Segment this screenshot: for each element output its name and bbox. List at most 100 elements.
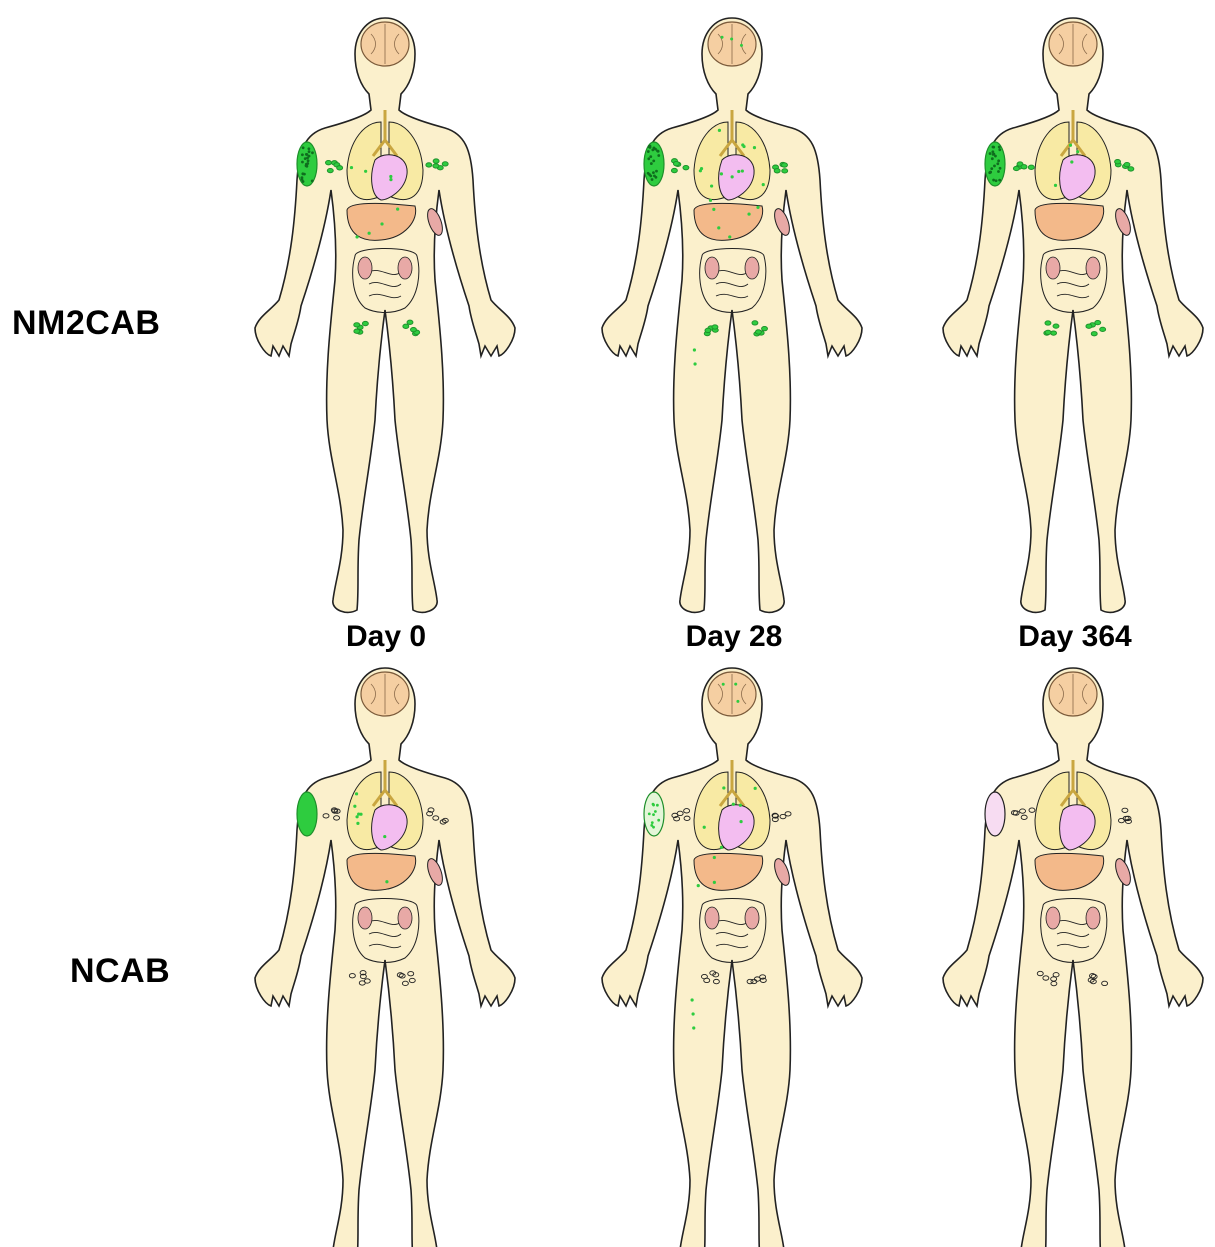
site-particle [999,167,1002,170]
organ-particle [742,145,745,148]
site-particle [989,152,992,155]
site-particle [998,148,1001,151]
lymph-node [1021,165,1027,169]
body-silhouette [943,668,1203,1247]
site-particle [652,803,655,806]
organ-particle [728,235,731,238]
organ-particle [720,846,723,849]
site-particle [652,160,655,163]
site-particle [993,165,996,168]
lymph-node [1086,324,1092,328]
lymph-node [426,163,432,167]
organ-particle [355,815,358,818]
site-particle [991,150,994,153]
lymph-node [762,326,768,330]
body-silhouette [255,668,515,1247]
site-particle [305,164,308,167]
organ-particle [739,820,742,823]
site-particle [301,153,304,156]
organ-particle [697,884,700,887]
organ-particle [753,146,756,149]
left-kidney [1046,907,1060,929]
lymph-node [782,169,788,173]
organ-particle [713,881,716,884]
site-particle [650,162,653,165]
organ-particle [353,805,356,808]
right-kidney [1086,257,1100,279]
lymph-node [325,160,331,164]
site-particle [995,179,998,182]
lymph-node [1045,330,1051,334]
site-particle [656,804,659,807]
organ-particle [747,212,750,215]
lymph-node [337,166,343,170]
injection-site [985,792,1005,836]
organ-particle [710,184,713,187]
site-particle [647,172,650,175]
organ-particle [718,129,721,132]
right-kidney [745,907,759,929]
organ-particle [754,787,757,790]
organ-particle [762,183,765,186]
brain-particle [734,683,737,686]
leg-particle [691,1012,694,1015]
site-particle [308,150,311,153]
organ-particle [741,169,744,172]
right-kidney [398,907,412,929]
body-silhouette [943,18,1203,612]
leg-particle [691,998,694,1001]
site-particle [311,151,314,154]
right-kidney [745,257,759,279]
organ-particle [699,169,702,172]
lymph-node [1028,165,1034,169]
site-particle [647,150,650,153]
brain-particle [736,700,739,703]
lymph-node [755,330,761,334]
lymph-node [362,321,368,325]
site-particle [653,175,656,178]
site-particle [305,153,308,156]
brain-particle [721,36,724,39]
organ-particle [731,175,734,178]
body-silhouette [602,668,862,1247]
site-particle [304,157,307,160]
site-particle [989,171,992,174]
lymph-node [1013,166,1019,170]
organ-particle [1076,150,1079,153]
lymph-node [752,321,758,325]
lymph-node [712,325,718,329]
lymph-node [403,324,409,328]
organ-particle [712,208,715,211]
lymph-node [410,327,416,331]
right-kidney [398,257,412,279]
site-particle [307,159,310,162]
site-particle [997,159,1000,162]
left-kidney [1046,257,1060,279]
site-particle [306,162,309,165]
lymph-node [671,168,677,172]
lymph-node [774,169,780,173]
organ-particle [1069,144,1072,147]
site-particle [311,180,314,183]
organ-particle [703,826,706,829]
lymph-node [1053,324,1059,328]
leg-particle [693,348,696,351]
brain-particle [740,44,743,47]
site-particle [998,179,1001,182]
site-particle [651,178,654,181]
site-particle [655,170,658,173]
organ-particle [355,235,358,238]
site-particle [652,826,655,829]
site-particle [994,155,997,158]
organ-particle [737,170,740,173]
left-kidney [358,907,372,929]
body-silhouette [255,18,515,612]
site-particle [651,149,654,152]
leg-particle [693,362,696,365]
right-kidney [1086,907,1100,929]
site-particle [992,146,995,149]
lymph-node [354,323,360,327]
lymph-node [673,161,679,165]
organ-particle [389,175,392,178]
